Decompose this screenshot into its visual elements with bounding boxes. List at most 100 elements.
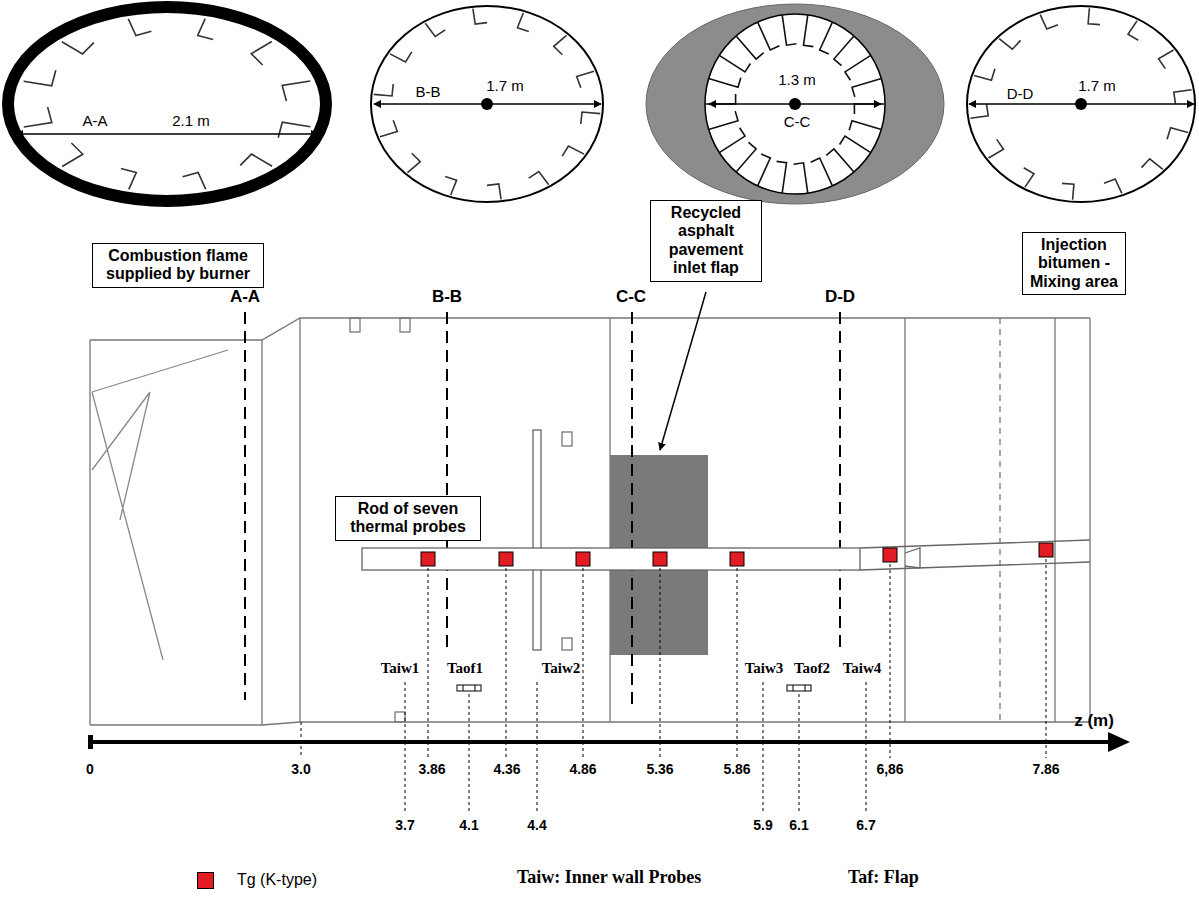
tick-label: 4.4 (527, 818, 546, 833)
drum-outline (90, 318, 1090, 340)
blade (121, 169, 136, 190)
leader-line (799, 694, 800, 814)
blade (849, 121, 881, 131)
section-d-drawing (1075, 98, 1087, 110)
tick-label: 5.36 (646, 762, 673, 777)
callout-text: Recycled asphalt pavement inlet flap (655, 204, 757, 278)
blade (62, 42, 94, 54)
tick-label: 4.36 (493, 762, 520, 777)
callout-text: Combustion flame supplied by burner (97, 247, 259, 284)
thermal-probe (421, 543, 1053, 566)
blade (852, 79, 881, 97)
tick-label: 0 (86, 762, 94, 777)
blade (719, 55, 750, 72)
tick-label: 5.86 (723, 762, 750, 777)
tick-label: 6,86 (876, 762, 903, 777)
tick-label: 5.9 (753, 818, 772, 833)
blade (777, 161, 787, 193)
legend-note: Taf: Flap (848, 868, 919, 888)
section-d-drawing (967, 6, 1195, 202)
blade (758, 22, 780, 50)
blade (736, 36, 764, 59)
tick-label: 3.7 (395, 818, 414, 833)
blade (1088, 8, 1100, 24)
blade (517, 13, 528, 32)
drum-outline (261, 340, 262, 725)
blade (854, 104, 885, 114)
leader-line (405, 682, 406, 814)
section-name: A-A (82, 113, 107, 130)
blade (736, 142, 756, 172)
blade (251, 42, 272, 66)
section-line (631, 312, 633, 705)
section-name: B-B (415, 84, 440, 101)
blade (577, 71, 594, 88)
blade (1159, 50, 1174, 69)
section-label: B-B (432, 288, 462, 307)
blade (719, 128, 745, 153)
blade (487, 184, 501, 199)
callout-text: Injection bitumen - Mixing area (1027, 236, 1121, 291)
drum-outline (395, 712, 405, 722)
callout-box: Rod of seven thermal probes (335, 496, 481, 541)
leader-line (506, 568, 507, 758)
blade (811, 158, 833, 186)
thermal-probe (730, 552, 744, 566)
drum-outline (89, 340, 90, 725)
burner-flame (92, 350, 228, 660)
leader-line (428, 568, 429, 758)
dimension: 1.3 m (778, 72, 816, 89)
thermal-probe (576, 552, 590, 566)
tick-label: 4.86 (569, 762, 596, 777)
blade (845, 55, 871, 80)
section-a-drawing (8, 7, 326, 201)
dimension: 1.7 m (1078, 78, 1116, 95)
blade (1024, 168, 1034, 187)
section-b: B-B1.7 m (370, 5, 604, 203)
drum-outline (1089, 318, 1090, 722)
blade (999, 39, 1020, 50)
probe-label: Taof2 (794, 660, 830, 677)
probe-label: Taiw1 (381, 660, 420, 677)
drum-outline (562, 638, 572, 650)
drum-outline (350, 318, 360, 332)
thermal-probe (421, 552, 435, 566)
leader-line (763, 682, 764, 814)
section-b-drawing (481, 98, 493, 110)
section-label: C-C (616, 288, 646, 307)
legend-swatch (197, 872, 214, 889)
flap-symbol (457, 685, 481, 691)
blade (198, 19, 213, 40)
burner-flame (92, 350, 228, 660)
leader-line (660, 568, 661, 758)
blade (1104, 179, 1122, 193)
section-b-drawing (374, 9, 601, 200)
section-d-drawing (967, 6, 1195, 202)
callout-box: Injection bitumen - Mixing area (1022, 232, 1126, 295)
section-d: D-D1.7 m (965, 5, 1197, 203)
flap-symbol (787, 685, 811, 691)
blade (390, 52, 412, 62)
tick-label: 4.1 (459, 818, 478, 833)
blade (794, 163, 808, 193)
section-a: A-A 2.1 m (4, 2, 330, 208)
drum-outline (400, 318, 410, 332)
leader-line (737, 568, 738, 758)
blade (24, 70, 56, 86)
section-c-drawing (646, 4, 944, 204)
section-line (446, 312, 448, 650)
blade (425, 23, 445, 36)
dimension: 2.1 m (172, 113, 210, 130)
section-name: C-C (784, 114, 811, 131)
blade (758, 154, 771, 186)
blade (974, 69, 995, 81)
blade (374, 84, 394, 96)
blade (554, 35, 567, 55)
leader-line (537, 682, 538, 814)
section-b-drawing (371, 6, 603, 202)
drum-outline (1054, 318, 1055, 722)
z-axis (88, 732, 1130, 752)
flap-symbol (805, 685, 806, 691)
blade (1062, 183, 1074, 199)
